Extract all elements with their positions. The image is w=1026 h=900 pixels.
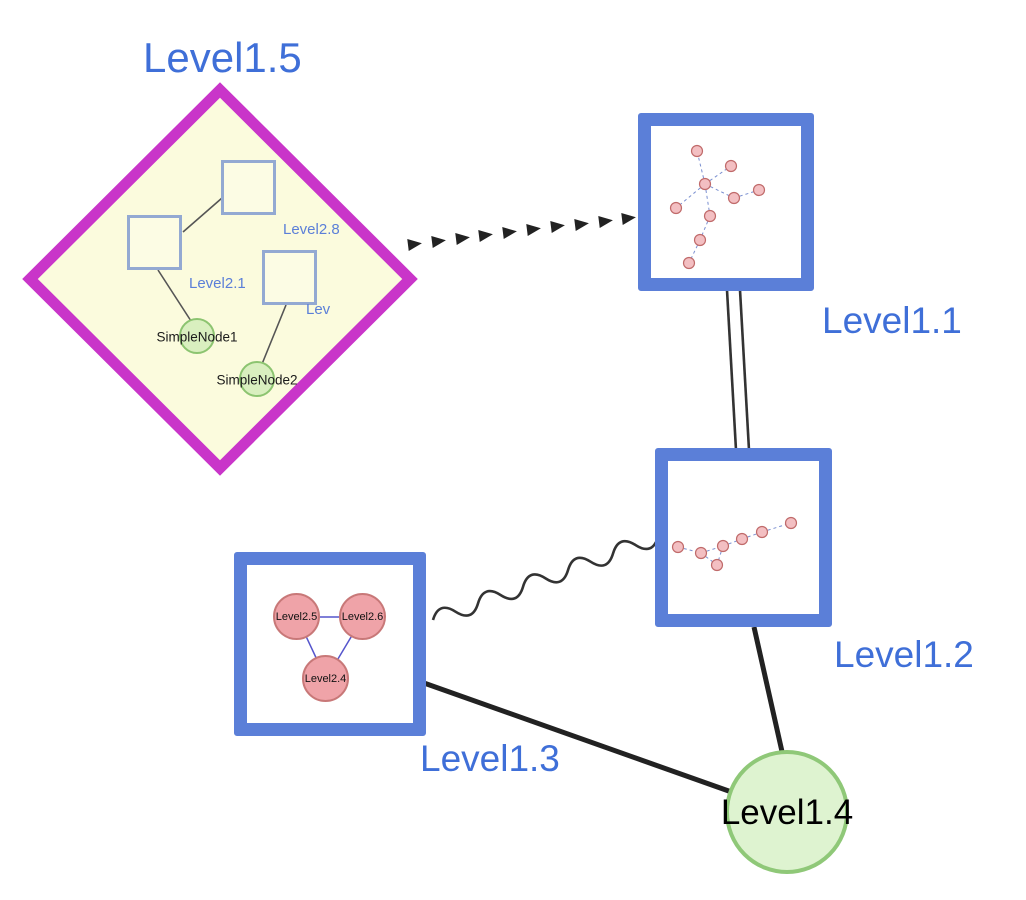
- level21-label: Level2.1: [189, 275, 246, 292]
- level15-diamond-node[interactable]: [22, 82, 418, 476]
- edge-level11-level12-double-line[interactable]: [725, 289, 751, 451]
- edge-level13-level12-wavy-line[interactable]: [430, 529, 661, 627]
- simplenode2-circle[interactable]: [239, 361, 275, 397]
- edge-level15-level11-dashed-arrow[interactable]: [407, 211, 636, 251]
- level24-label: Level2.4: [304, 672, 347, 685]
- level14-circle-node[interactable]: [725, 750, 849, 874]
- level26-circle-node[interactable]: Level2.6: [339, 593, 386, 640]
- level15-label: Level1.5: [143, 34, 302, 81]
- level11-node[interactable]: [638, 113, 814, 291]
- level24-circle-node[interactable]: Level2.4: [302, 655, 349, 702]
- edge-level13-level14-solid-line[interactable]: [423, 680, 741, 798]
- level13-node[interactable]: [234, 552, 426, 736]
- level14-label: Level1.4: [720, 793, 854, 832]
- level28-label: Level2.8: [283, 221, 340, 238]
- level26-label: Level2.6: [341, 610, 384, 623]
- simplenode2-label: SimpleNode2: [216, 372, 298, 388]
- lev-label: Lev: [306, 301, 331, 318]
- level21-square-node[interactable]: [127, 215, 182, 270]
- level25-circle-node[interactable]: Level2.5: [273, 593, 320, 640]
- level13-label: Level1.3: [420, 738, 560, 779]
- level12-node[interactable]: [655, 448, 832, 627]
- simplenode1-label: SimpleNode1: [156, 329, 238, 345]
- level28-square-node[interactable]: [221, 160, 276, 215]
- simplenode1-circle[interactable]: [179, 318, 215, 354]
- level15-inner-edges: [157, 197, 287, 365]
- lev-square-node[interactable]: [262, 250, 317, 305]
- edge-level12-level14-solid-line[interactable]: [751, 626, 786, 757]
- level11-label: Level1.1: [822, 300, 962, 341]
- level12-label: Level1.2: [834, 634, 974, 675]
- level25-label: Level2.5: [275, 610, 318, 623]
